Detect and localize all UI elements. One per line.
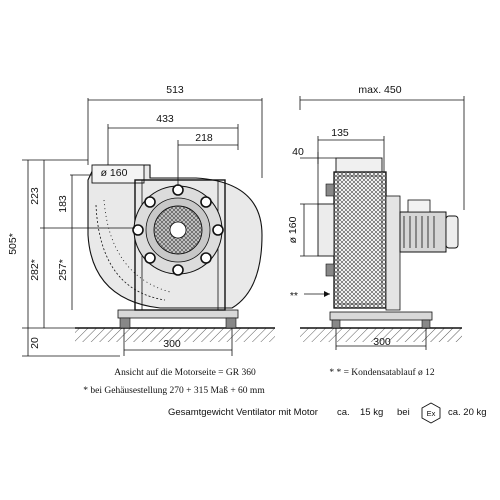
note-motor-side: Ansicht auf die Motorseite = GR 360 xyxy=(114,367,256,378)
note-drain: * * = Kondensatablauf ø 12 xyxy=(329,367,435,378)
dim-line-diameter xyxy=(300,203,318,257)
terminal-box xyxy=(407,199,431,213)
front-base xyxy=(329,311,433,321)
dim-duct-diameter: ø 160 xyxy=(101,167,128,179)
dim-total-width: 513 xyxy=(166,84,184,96)
dim-line-433 xyxy=(107,124,239,165)
front-outlet xyxy=(335,157,383,173)
front-housing xyxy=(333,171,387,309)
weight-value: 15 kg xyxy=(360,407,383,418)
total-weight-line: Gesamtgewicht Ventilator mit Motor ca. 1… xyxy=(168,402,487,424)
floor-hatch-right xyxy=(300,327,462,342)
note-housing: * bei Gehäusestellung 270 + 315 Maß + 60… xyxy=(83,385,265,396)
weight-label: Gesamtgewicht Ventilator mit Motor xyxy=(168,407,318,418)
base-foot-left xyxy=(119,317,131,329)
dim-vertical-lines xyxy=(22,159,135,357)
dim-height-mid: 183 xyxy=(57,195,69,213)
dim-line-40 xyxy=(300,152,336,164)
weight-approx-1: ca. xyxy=(337,407,350,418)
svg-text:Ex: Ex xyxy=(427,409,436,418)
base-foot-right xyxy=(225,317,237,329)
dim-base-offset: 20 xyxy=(29,337,41,349)
dim-line-513 xyxy=(87,98,263,178)
dim-line-135 xyxy=(317,136,385,204)
dim-height-top: 223 xyxy=(29,187,41,205)
weight-ex-value: ca. 20 kg xyxy=(448,407,487,418)
front-frame xyxy=(385,195,401,311)
dim-height-low: 282* xyxy=(29,259,41,281)
dim-total-height: 505* xyxy=(7,233,19,255)
outlet-duct xyxy=(91,164,145,184)
base-frame xyxy=(117,309,239,319)
motor-end-cap xyxy=(445,215,459,249)
dim-base-width-left: 300 xyxy=(163,338,181,350)
dim-inlet-diameter: ø 160 xyxy=(287,216,299,243)
drain-arrow xyxy=(304,291,330,297)
dim-inlet-offset: 40 xyxy=(292,146,304,158)
ex-symbol-icon: Ex xyxy=(421,402,441,424)
dim-max-width: max. 450 xyxy=(358,84,401,96)
dim-base-width-right: 300 xyxy=(373,336,391,348)
front-inlet xyxy=(317,203,335,257)
dim-mid-width: 433 xyxy=(156,113,174,125)
dim-height-low2: 257* xyxy=(57,259,69,281)
front-motor xyxy=(399,211,447,253)
motor-fins xyxy=(403,216,435,248)
dim-line-base-right xyxy=(335,328,427,350)
front-view: max. 450 135 40 ø 160 ** xyxy=(287,84,465,350)
dim-inner-width: 218 xyxy=(195,132,213,144)
dim-line-218 xyxy=(177,135,239,186)
flange-bolts xyxy=(132,184,224,276)
dim-line-max xyxy=(299,96,465,210)
weight-with: bei xyxy=(397,407,410,418)
drain-marker: ** xyxy=(290,290,298,302)
motor-frame xyxy=(134,179,226,311)
dim-line-base-left xyxy=(123,328,233,356)
dim-inlet-width: 135 xyxy=(331,127,349,139)
side-view: 513 433 218 ø 160 xyxy=(7,84,275,357)
